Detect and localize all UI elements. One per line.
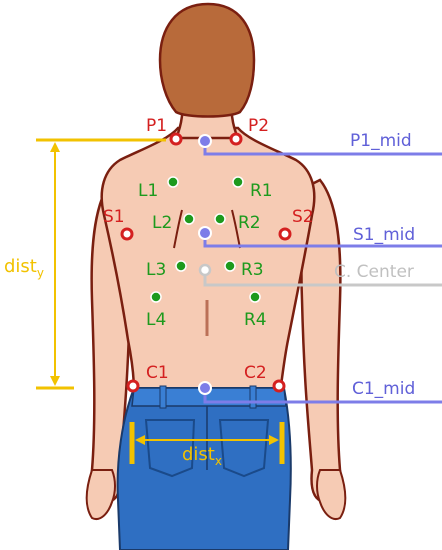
- c2-label: C2: [244, 363, 267, 383]
- r4-point: [249, 291, 261, 303]
- green-points: [150, 176, 261, 303]
- s1-mid-point: [198, 226, 212, 240]
- r1-point: [232, 176, 244, 188]
- l1-label: L1: [138, 181, 158, 201]
- p1-mid-point: [198, 134, 212, 148]
- torso: [100, 126, 316, 394]
- p1-point: [169, 132, 183, 146]
- left-scapula-line: [173, 209, 183, 249]
- right-back-pocket: [218, 419, 270, 478]
- c2-point: [272, 379, 286, 393]
- belt-loop-left: [159, 385, 167, 409]
- r2-label: R2: [238, 213, 261, 233]
- r3-label: R3: [241, 260, 264, 280]
- l3-label: L3: [146, 260, 166, 280]
- l1-point: [167, 176, 179, 188]
- left-back-pocket: [144, 419, 196, 478]
- l2-point: [183, 213, 195, 225]
- c-center-point: [198, 263, 212, 277]
- dist-x-arrow-left: [135, 435, 145, 445]
- jeans-body: [116, 387, 292, 550]
- p2-point: [229, 132, 243, 146]
- l3-point: [175, 260, 187, 272]
- c1-point: [126, 379, 140, 393]
- dist-y-arrow-down: [50, 376, 60, 386]
- dist-y-label: disty: [4, 256, 44, 280]
- body-figure: [85, 2, 347, 520]
- dist-y-label-bg: [2, 251, 54, 279]
- l2-label: L2: [152, 213, 172, 233]
- dist-y-arrow-up: [50, 142, 60, 152]
- s2-label: S2: [292, 207, 314, 227]
- p1-label: P1: [146, 116, 167, 136]
- r3-point: [224, 260, 236, 272]
- mid-points: [198, 134, 212, 395]
- c1-label: C1: [146, 363, 169, 383]
- belt-loop-right: [249, 385, 257, 409]
- p1-mid-label: P1_mid: [350, 131, 412, 151]
- dist-x-label: distx: [182, 444, 222, 468]
- point-labels: P1 P2 S1 S2 C1 C2 L1 R1 L2 R2 L3 R3 L4 R…: [103, 116, 415, 399]
- r2-point: [214, 213, 226, 225]
- hair: [158, 2, 256, 118]
- s1-mid-label: S1_mid: [353, 225, 415, 245]
- s1-label: S1: [103, 207, 125, 227]
- right-hand: [316, 469, 347, 520]
- p2-label: P2: [248, 116, 269, 136]
- c-center-label: C. Center: [334, 262, 414, 282]
- dist-x-measure: distx: [129, 422, 285, 468]
- l4-point: [150, 291, 162, 303]
- r4-label: R4: [244, 310, 267, 330]
- s2-point: [278, 227, 292, 241]
- red-points: [120, 132, 292, 393]
- s1-point: [120, 227, 134, 241]
- l4-label: L4: [146, 310, 166, 330]
- c1-mid-label: C1_mid: [352, 379, 415, 399]
- jeans: [116, 385, 292, 550]
- r1-label: R1: [250, 181, 273, 201]
- left-hand: [85, 469, 116, 520]
- dist-y-measure: disty: [2, 138, 166, 390]
- c1-mid-point: [198, 381, 212, 395]
- dist-x-arrow-right: [269, 435, 279, 445]
